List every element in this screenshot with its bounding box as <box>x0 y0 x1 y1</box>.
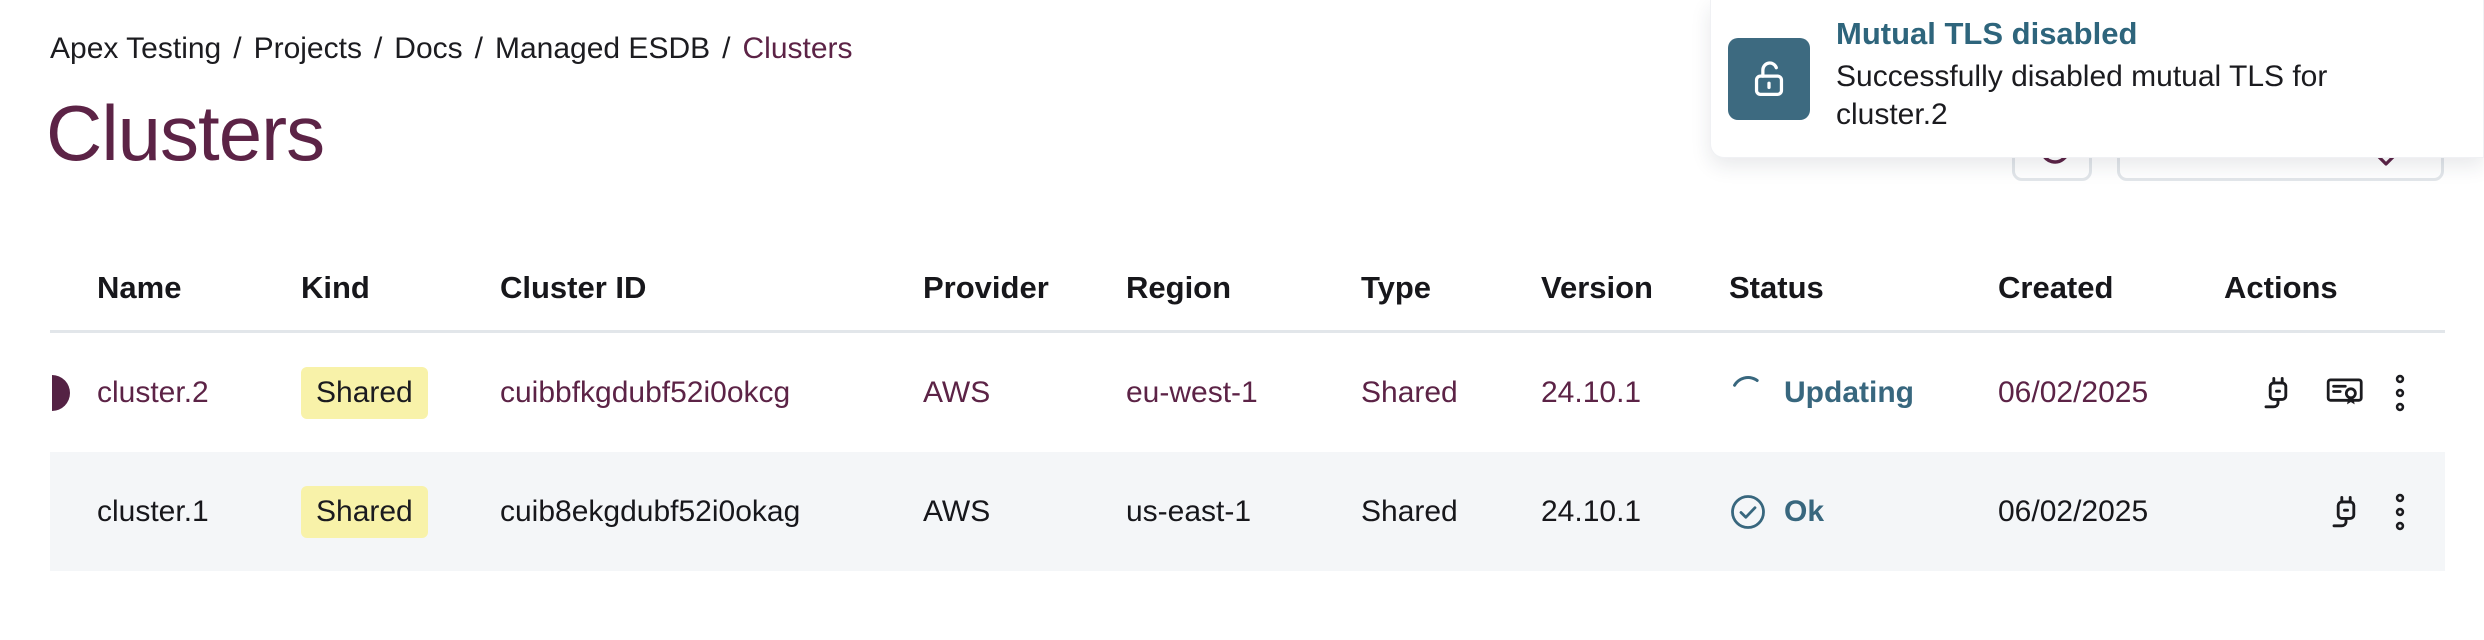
toast-notification[interactable]: Mutual TLS disabled Successfully disable… <box>1710 0 2484 158</box>
chevron-down-icon <box>2375 153 2397 166</box>
cell-region: eu-west-1 <box>1126 375 1258 409</box>
cell-version: 24.10.1 <box>1541 494 1642 528</box>
certificate-icon[interactable] <box>2326 376 2364 410</box>
page-title: Clusters <box>46 89 325 177</box>
breadcrumb-item-managed-esdb[interactable]: Managed ESDB <box>495 32 711 65</box>
table-row-cluster-2[interactable]: cluster.2 Shared cuibbfkgdubf52i0okcg AW… <box>50 333 2445 452</box>
cell-version: 24.10.1 <box>1541 375 1642 409</box>
cell-type: Shared <box>1361 375 1458 409</box>
connect-icon[interactable] <box>2260 375 2296 411</box>
column-header-region: Region <box>1126 270 1232 305</box>
toast-message: Successfully disabled mutual TLS for clu… <box>1836 60 2328 131</box>
column-header-type: Type <box>1361 270 1432 305</box>
cell-region: us-east-1 <box>1126 494 1252 528</box>
cell-created: 06/02/2025 <box>1998 375 2149 409</box>
table-row-cluster-1[interactable]: cluster.1 Shared cuib8ekgdubf52i0okag AW… <box>50 452 2445 571</box>
cell-cluster-id: cuib8ekgdubf52i0okag <box>500 494 801 528</box>
cell-status: Updating <box>1729 374 1998 412</box>
cell-name[interactable]: cluster.1 <box>97 494 209 528</box>
kind-badge: Shared <box>301 485 428 538</box>
breadcrumb-separator: / <box>474 32 483 65</box>
column-header-actions: Actions <box>2224 270 2338 305</box>
column-header-version: Version <box>1541 270 1653 305</box>
cell-provider: AWS <box>923 375 991 409</box>
column-header-provider: Provider <box>923 270 1049 305</box>
connect-icon[interactable] <box>2328 494 2364 530</box>
column-header-name: Name <box>97 270 182 305</box>
status-label: Updating <box>1784 375 1914 409</box>
check-circle-icon <box>1731 494 1765 529</box>
breadcrumb-separator: / <box>373 32 383 65</box>
cell-provider: AWS <box>923 494 991 528</box>
cell-name[interactable]: cluster.2 <box>97 375 209 409</box>
clusters-table: Name Kind Cluster ID Provider Region Typ… <box>50 240 2445 571</box>
breadcrumb-separator: / <box>722 32 731 65</box>
cell-actions <box>2224 374 2445 412</box>
breadcrumb-separator: / <box>233 32 242 65</box>
toast-icon-badge <box>1728 38 1810 120</box>
toast-title: Mutual TLS disabled <box>1836 16 2138 51</box>
cell-actions <box>2224 493 2445 531</box>
unlock-icon <box>1754 61 1784 96</box>
column-header-kind: Kind <box>301 270 370 305</box>
kind-badge: Shared <box>301 366 428 419</box>
breadcrumb-item-org[interactable]: Apex Testing <box>50 32 222 65</box>
column-header-cluster-id: Cluster ID <box>500 270 647 305</box>
cell-status: Ok <box>1729 493 1998 531</box>
cell-type: Shared <box>1361 494 1458 528</box>
breadcrumb-item-projects[interactable]: Projects <box>253 32 362 65</box>
breadcrumb-item-clusters: Clusters <box>742 32 853 65</box>
cell-cluster-id: cuibbfkgdubf52i0okcg <box>500 375 791 409</box>
table-header-row: Name Kind Cluster ID Provider Region Typ… <box>50 240 2445 333</box>
breadcrumb-item-docs[interactable]: Docs <box>394 32 463 65</box>
column-header-status: Status <box>1729 270 1824 305</box>
kebab-menu-icon[interactable] <box>2394 493 2406 531</box>
breadcrumb: Apex Testing / Projects / Docs / Managed… <box>50 32 853 66</box>
kebab-menu-icon[interactable] <box>2394 374 2406 412</box>
column-header-created: Created <box>1998 270 2114 305</box>
spinner-icon <box>1731 375 1765 410</box>
cell-created: 06/02/2025 <box>1998 494 2149 528</box>
active-row-indicator <box>52 374 70 411</box>
status-label: Ok <box>1784 494 1825 528</box>
